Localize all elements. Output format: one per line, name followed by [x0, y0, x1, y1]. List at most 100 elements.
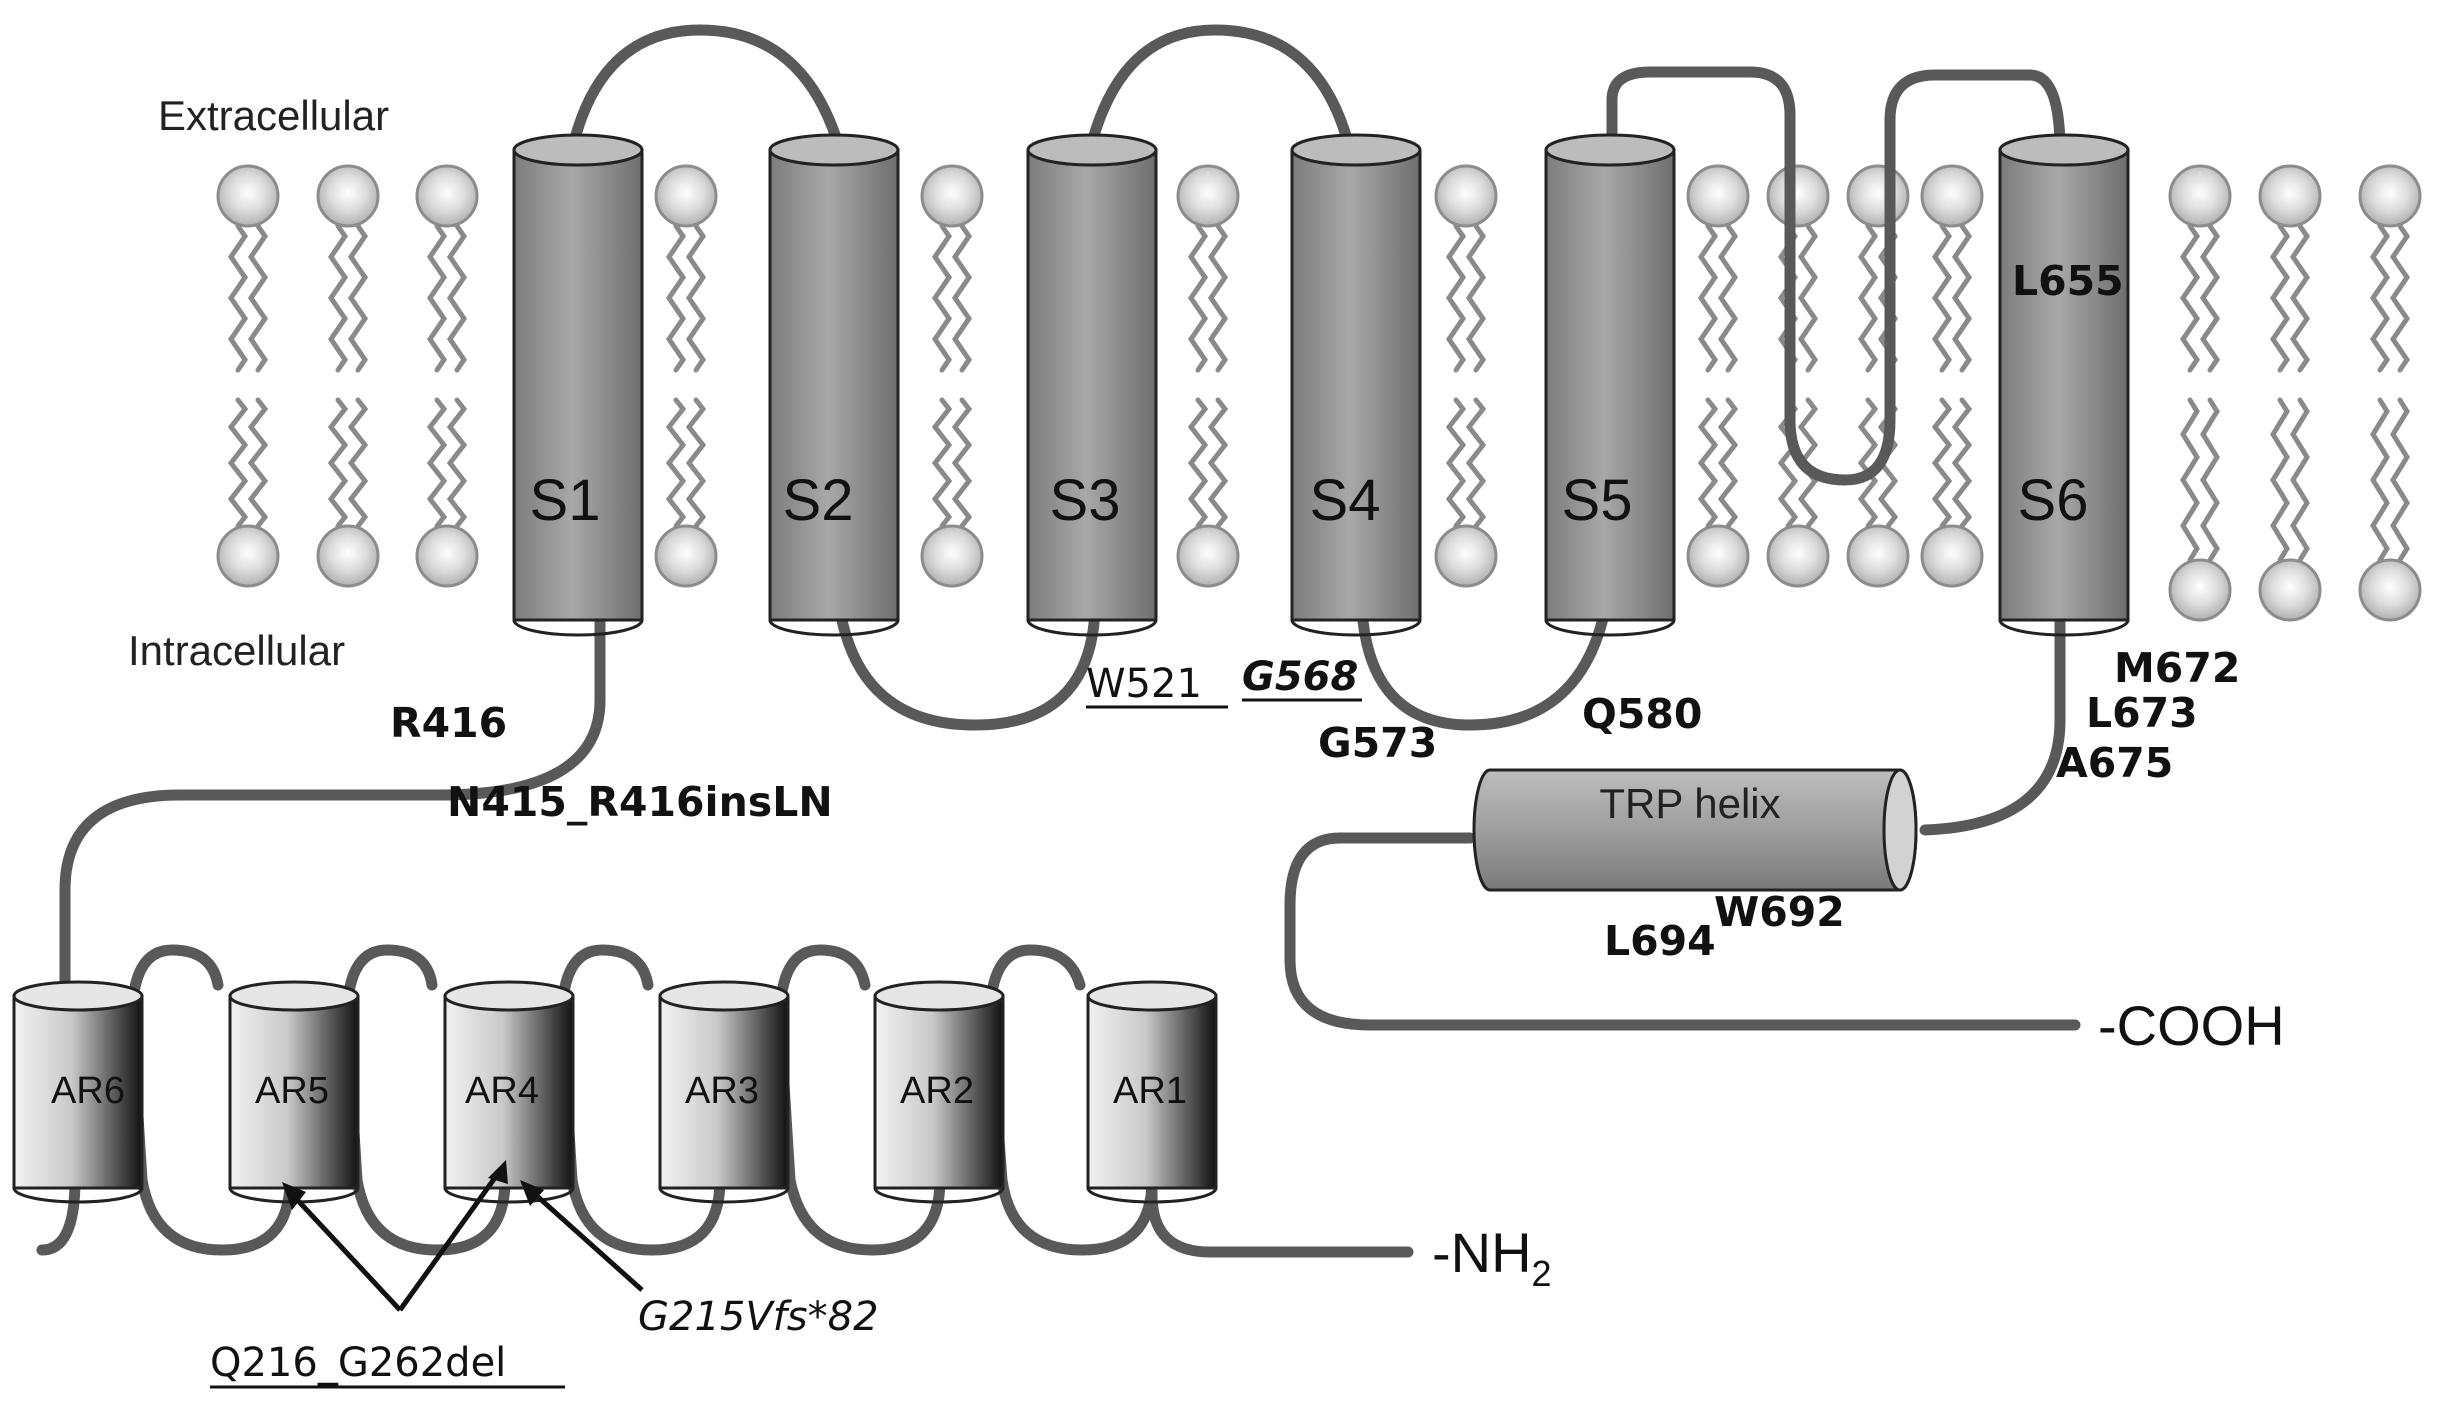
lipid-tail-outer-0 [2269, 223, 2291, 373]
nh2-subscript: 2 [1532, 1253, 1552, 1294]
lipid-tail-inner-0 [1931, 397, 1953, 529]
lipid-head-inner [415, 524, 479, 588]
mutation-l673: L673 [2086, 689, 2198, 737]
lipid-head-inner [1920, 524, 1984, 588]
tm-helices: S1 S2 S3 S4 S5 [512, 133, 2130, 637]
lipid-tail-inner-1 [247, 397, 269, 529]
lipid-head-inner [1846, 524, 1910, 588]
arrowhead-ar5 [282, 1182, 306, 1210]
helix-s1: S1 [512, 133, 644, 637]
arrow-g215-to-ar4 [526, 1186, 644, 1292]
lipid-tail-inner-1 [951, 397, 973, 529]
lipid-tail-inner-1 [1465, 397, 1487, 529]
lipid-tail-outer-0 [2369, 223, 2391, 373]
ankyrin-repeats: AR6 AR5 AR4 AR3 AR2 [12, 980, 1218, 1204]
lipid-head-inner [1766, 524, 1830, 588]
lipid-head-inner [2168, 558, 2232, 622]
lipid-tail-outer-1 [1951, 223, 1973, 373]
lipid-head-inner [1176, 524, 1240, 588]
helix-s2: S2 [768, 133, 900, 637]
lipid-head-outer [2168, 164, 2232, 228]
lipid-tail-outer-0 [2179, 223, 2201, 373]
lipid-tail-outer-0 [227, 223, 249, 373]
ankyrin-repeat-ar5: AR5 [228, 980, 360, 1204]
arrow-to-ar5 [288, 1190, 402, 1312]
lipid-head-outer [1766, 164, 1830, 228]
ankyrin-repeat-ar6: AR6 [12, 980, 144, 1204]
lipid-head-outer [920, 164, 984, 228]
lipid-head-inner [1434, 524, 1498, 588]
lipid-head-outer [2258, 164, 2322, 228]
mutation-l655: L655 [2012, 257, 2124, 305]
mutation-arrows [282, 1160, 644, 1312]
lipid-head-outer [1846, 164, 1910, 228]
lipid-tail-outer-0 [665, 223, 687, 373]
lipid-tail-outer-0 [1857, 223, 1879, 373]
ar5-label: AR5 [255, 1070, 329, 1112]
lipid-head-inner [216, 524, 280, 588]
lipid-tail-inner-0 [1187, 397, 1209, 529]
mutation-w521: W521 [1086, 661, 1202, 707]
intracellular-label: Intracellular [128, 627, 345, 674]
lipid-tail-inner-0 [2270, 397, 2290, 563]
label-s5: S5 [1562, 468, 1633, 533]
ar6-label: AR6 [51, 1070, 125, 1112]
ar1-label: AR1 [1113, 1070, 1187, 1112]
ar4-label: AR4 [465, 1070, 539, 1112]
mutation-g215vfs82: G215Vfs*82 [638, 1294, 879, 1340]
lipid-tail-outer-0 [1931, 223, 1953, 373]
ankyrin-repeat-ar1: AR1 [1086, 980, 1218, 1204]
lipid-tail-inner-1 [685, 397, 707, 529]
lipid-tail-inner-0 [2180, 397, 2200, 563]
mutation-g573: G573 [1318, 719, 1437, 767]
lipid-tail-inner-0 [327, 397, 349, 529]
mutation-w692: W692 [1714, 888, 1845, 936]
lipid-tail-inner-1 [1207, 397, 1229, 529]
arrow-to-ar4 [397, 1166, 505, 1312]
mutation-q580: Q580 [1582, 690, 1702, 738]
ankyrin-repeat-ar4: AR4 [443, 980, 575, 1204]
lipid-tail-outer-0 [1187, 223, 1209, 373]
lipid-head-inner [654, 524, 718, 588]
mutation-l694: L694 [1604, 917, 1716, 965]
lipid-tail-outer-1 [347, 223, 369, 373]
mutation-g568: G568 [1242, 654, 1358, 700]
lipid-tail-outer-1 [1797, 223, 1819, 373]
helix-s6: S6 [1998, 133, 2130, 637]
helix-s5: S5 [1544, 133, 1676, 637]
label-s3: S3 [1050, 468, 1121, 533]
trp-helix: TRP helix [1472, 768, 1918, 892]
lipid-head-outer [1434, 164, 1498, 228]
lipid-bilayer [216, 164, 2422, 622]
lipid-tail-outer-0 [931, 223, 953, 373]
mutation-a675: A675 [2056, 739, 2173, 787]
lipid-head-inner [1686, 524, 1750, 588]
lipid-tail-outer-1 [1465, 223, 1487, 373]
lipid-tail-inner-0 [1445, 397, 1467, 529]
label-s1: S1 [530, 468, 601, 533]
lipid-tail-outer-1 [2289, 223, 2311, 373]
lipid-tail-inner-1 [2290, 397, 2310, 563]
arrowhead-g215 [520, 1180, 544, 1206]
arrowhead-ar4 [488, 1160, 508, 1184]
lipid-tail-inner-1 [2390, 397, 2410, 563]
ankyrin-repeat-ar2: AR2 [873, 980, 1005, 1204]
lipid-tail-outer-0 [1445, 223, 1467, 373]
lipid-tail-inner-0 [227, 397, 249, 529]
trp-helix-label: TRP helix [1599, 780, 1780, 827]
lipid-tail-outer-1 [1207, 223, 1229, 373]
lipid-tail-inner-1 [2200, 397, 2220, 563]
ar3-label: AR3 [685, 1070, 759, 1112]
lipid-tail-inner-0 [1697, 397, 1719, 529]
lipid-tail-inner-0 [2370, 397, 2390, 563]
helix-s4: S4 [1290, 133, 1422, 637]
lipid-tail-inner-0 [426, 397, 448, 529]
lipid-tail-outer-1 [951, 223, 973, 373]
lipid-head-outer [1176, 164, 1240, 228]
lipid-tail-outer-1 [2199, 223, 2221, 373]
label-s4: S4 [1310, 468, 1381, 533]
lipid-head-outer [1686, 164, 1750, 228]
lipid-head-inner [920, 524, 984, 588]
lipid-tail-inner-1 [446, 397, 468, 529]
